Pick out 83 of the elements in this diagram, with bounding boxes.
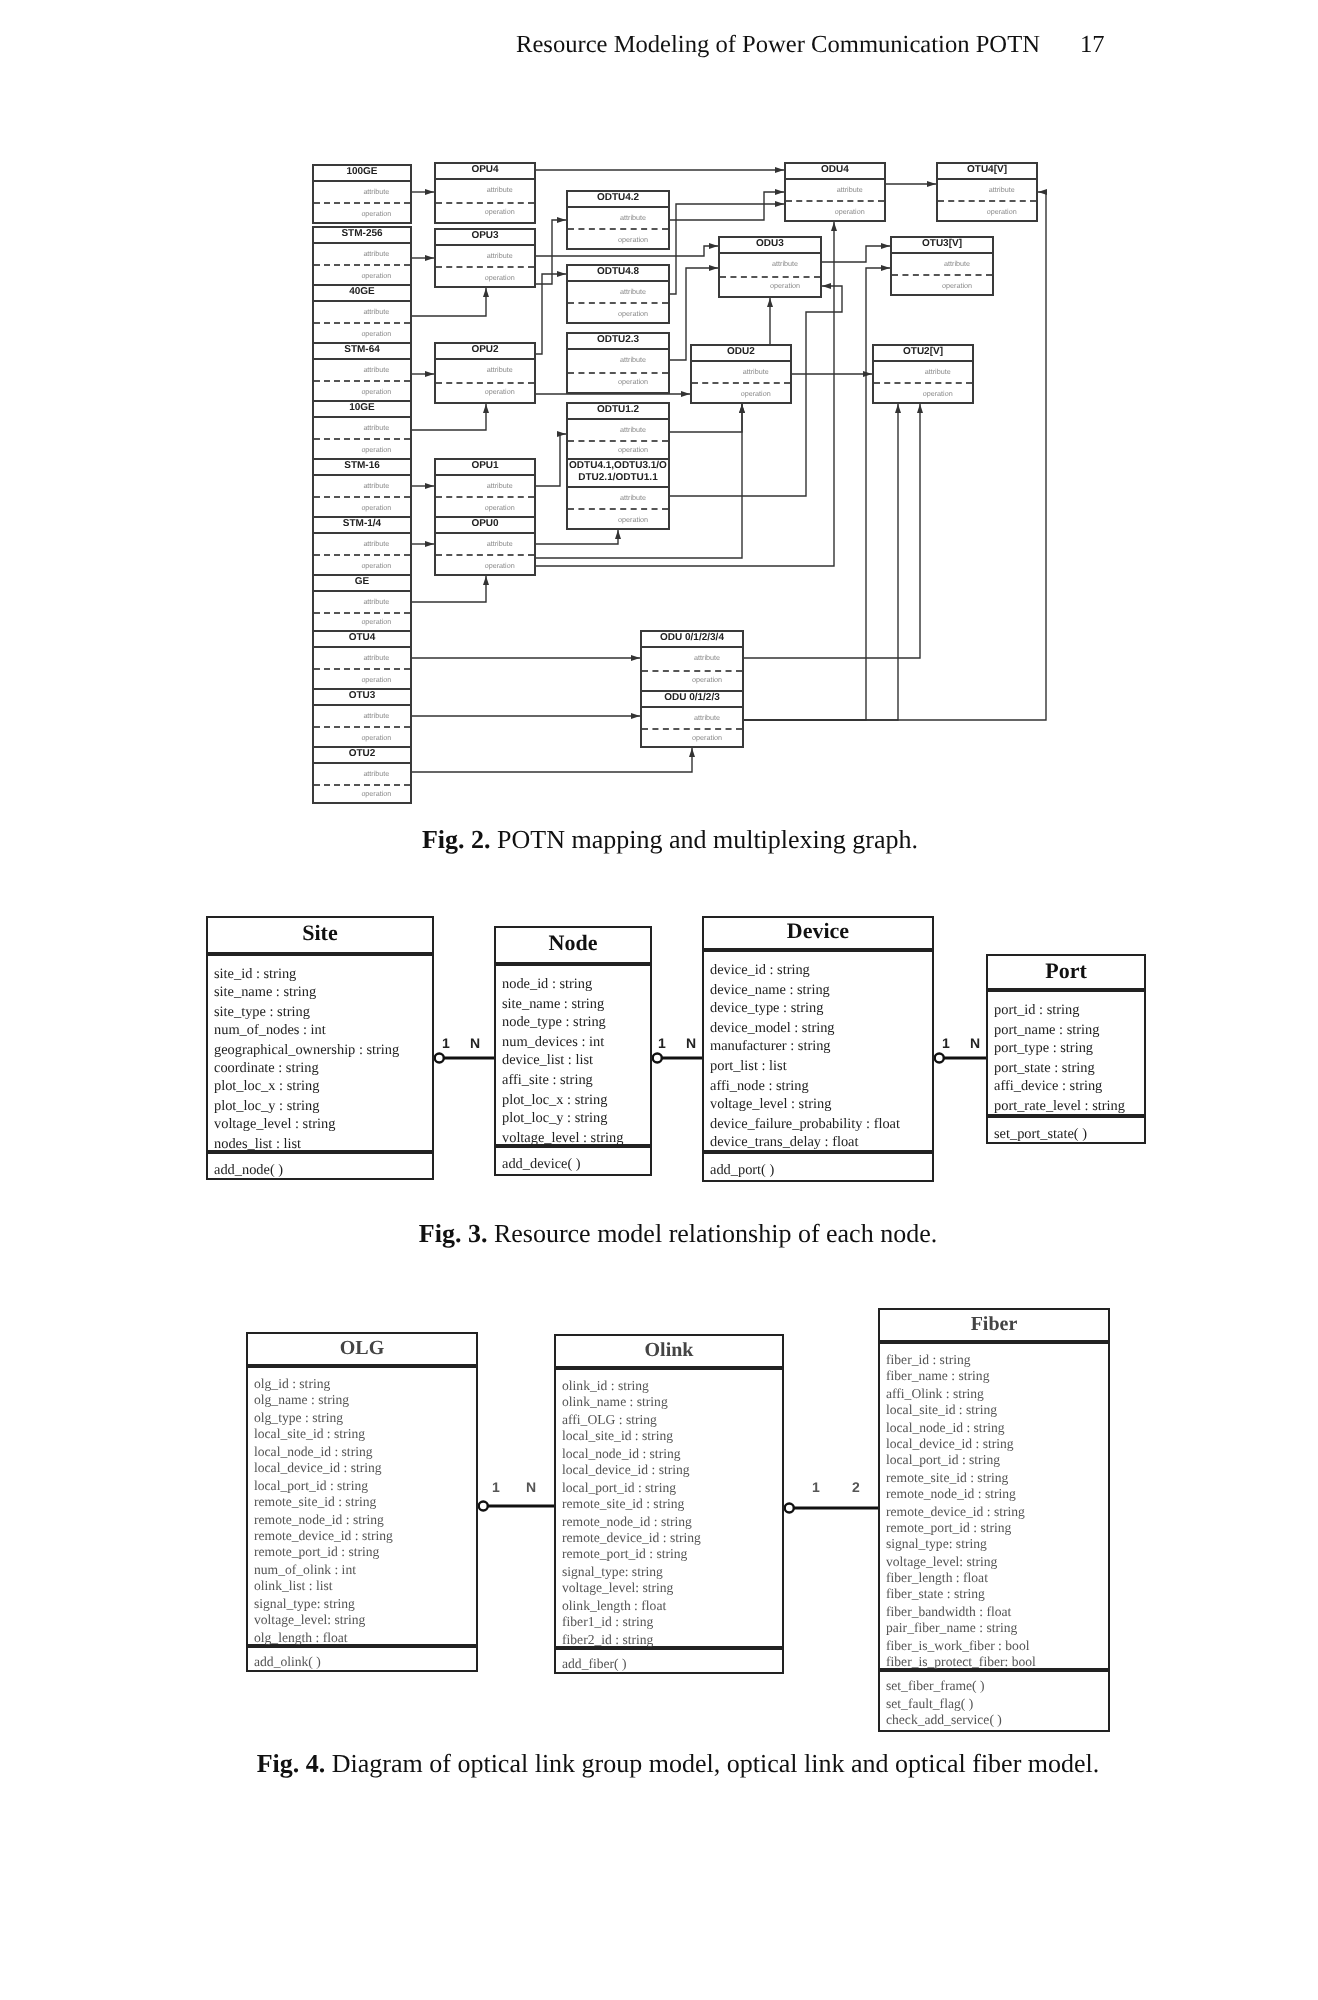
class-box <box>312 574 412 632</box>
class-box <box>554 1334 784 1675</box>
connector-arrow <box>535 529 621 545</box>
association-line <box>477 1500 554 1512</box>
connector-arrow <box>535 431 567 487</box>
connector-arrow <box>535 217 567 285</box>
class-box <box>936 162 1038 222</box>
class-box <box>246 1332 478 1673</box>
connector-arrow <box>411 655 641 661</box>
class-box <box>986 954 1146 1145</box>
class-box <box>312 284 412 344</box>
class-box <box>312 342 412 402</box>
connector-arrow <box>669 189 785 221</box>
class-box <box>312 458 412 518</box>
class-box <box>690 344 792 404</box>
class-box <box>566 458 670 530</box>
class-box <box>872 344 974 404</box>
connector-arrow <box>535 243 719 257</box>
page-number: 17 <box>1080 30 1105 60</box>
class-box <box>434 342 536 404</box>
class-box <box>784 162 886 222</box>
connector-arrow <box>743 189 1047 721</box>
connector-arrow <box>411 189 435 195</box>
connector-arrow <box>669 283 843 497</box>
connector-arrow <box>885 181 937 187</box>
association-line <box>933 1052 986 1064</box>
connector-arrow <box>743 403 923 659</box>
class-box <box>312 630 412 690</box>
connector-arrow <box>669 201 785 295</box>
connector-arrow <box>535 403 745 559</box>
class-box <box>312 400 412 460</box>
class-box <box>434 162 536 224</box>
connector-arrow <box>535 391 691 397</box>
connector-arrow <box>535 271 567 355</box>
connector-arrow <box>669 265 719 361</box>
class-box <box>878 1308 1110 1732</box>
class-box <box>640 690 744 748</box>
class-box <box>566 402 670 460</box>
connector-arrow <box>411 255 435 261</box>
class-box <box>566 264 670 324</box>
class-box <box>434 516 536 576</box>
connector-arrow <box>535 167 785 173</box>
class-box <box>494 926 652 1176</box>
figure-caption: Fig. 2. POTN mapping and multiplexing graph. <box>421 824 919 854</box>
connector-arrow <box>411 747 695 773</box>
class-name: Site <box>302 922 338 948</box>
connector-arrow <box>535 221 837 567</box>
class-box <box>434 228 536 288</box>
class-box <box>640 630 744 692</box>
class-box <box>718 236 822 298</box>
running-header: Resource Modeling of Power Communication POTN <box>516 30 1040 60</box>
class-box <box>566 332 670 394</box>
connector-arrow <box>411 483 435 489</box>
figure-caption: Fig. 3. Resource model relationship of each node. <box>418 1218 938 1248</box>
connector-arrow <box>411 541 435 547</box>
class-box <box>312 516 412 576</box>
class-box <box>890 236 994 296</box>
class-box <box>702 916 934 1182</box>
connector-arrow <box>411 575 489 603</box>
class-box <box>312 164 412 224</box>
class-box <box>312 226 412 286</box>
class-name: OLG <box>339 1337 385 1361</box>
class-name: Device <box>786 920 850 946</box>
class-box <box>566 190 670 250</box>
connector-arrow <box>767 297 773 345</box>
class-box <box>206 916 434 1181</box>
class-name: Node <box>548 932 598 958</box>
connector-arrow <box>411 287 489 317</box>
class-box <box>434 458 536 518</box>
class-name: Port <box>1045 959 1087 985</box>
association-line <box>783 1502 878 1514</box>
connector-arrow <box>411 713 641 719</box>
connector-arrow <box>821 243 891 263</box>
connector-arrow <box>411 371 435 377</box>
class-box <box>312 688 412 748</box>
connector-arrow <box>791 371 873 377</box>
association-line <box>651 1052 702 1064</box>
class-box <box>312 746 412 804</box>
association-line <box>433 1052 494 1064</box>
class-name: Fiber <box>970 1313 1018 1337</box>
figure-caption: Fig. 4. Diagram of optical link group model, optical link and optical fiber model. <box>256 1748 1100 1778</box>
connector-arrow <box>411 403 489 431</box>
class-name: Olink <box>644 1339 694 1363</box>
